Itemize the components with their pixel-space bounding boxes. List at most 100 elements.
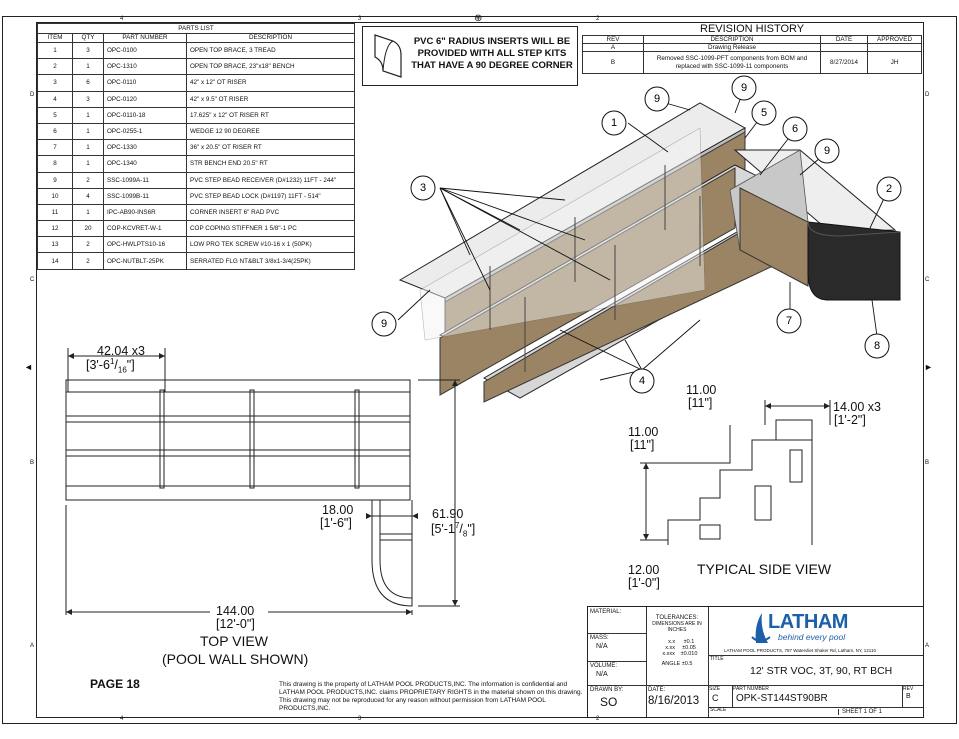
- rev-a-desc: Drawing Release: [643, 43, 821, 52]
- svg-text:8: 8: [874, 340, 880, 352]
- description-cell: WEDGE 12 90 DEGREE: [186, 122, 355, 141]
- sheet-border: [2, 16, 957, 724]
- qty-cell: 20: [72, 220, 104, 238]
- item-cell: 12: [37, 220, 73, 238]
- dim-61-90-frac-num: 7: [454, 521, 460, 530]
- item-cell: 5: [37, 106, 73, 124]
- revision-title: REVISION HISTORY: [700, 23, 805, 35]
- callout-8: 8: [864, 333, 890, 359]
- scale-label: SCALE: [710, 707, 727, 713]
- rev-b: B: [582, 51, 644, 74]
- tolerance-format: x.xx: [665, 645, 676, 651]
- zone-top-4: 4: [120, 16, 124, 22]
- rev-col-approved: APPROVED: [867, 35, 922, 44]
- item-cell: 4: [37, 90, 73, 108]
- note-line-3: THAT HAVE A 90 DEGREE CORNER: [411, 60, 573, 71]
- callout-5: 5: [751, 100, 777, 126]
- size-label: SIZE: [709, 686, 721, 692]
- col-item: ITEM: [37, 33, 73, 43]
- zone-left-d: D: [30, 92, 35, 98]
- date-value: 8/16/2013: [648, 695, 700, 707]
- qty-cell: 1: [72, 203, 104, 222]
- description-cell: COP COPING STIFFNER 1 5/8"-1 PC: [186, 220, 355, 238]
- center-mark-left: ◄: [24, 362, 33, 372]
- dim-42-04-frac-den: 16: [117, 365, 127, 375]
- volume-value: N/A: [596, 671, 608, 678]
- material-label: MATERIAL:: [590, 609, 622, 615]
- part-number-cell: OPC-1310: [103, 58, 187, 76]
- dim-18-00-ft: [1'-6"]: [320, 516, 352, 530]
- parts-list-title: PARTS LIST: [37, 23, 355, 34]
- drawn-label: DRAWN BY:: [590, 687, 624, 693]
- qty-cell: 1: [72, 106, 104, 124]
- description-cell: 42" x 9.5" OT RISER: [186, 90, 355, 108]
- item-cell: 7: [37, 139, 73, 157]
- latham-sail-icon: [751, 613, 771, 643]
- rev-b-desc: Removed SSC-1099-PFT components from BOM…: [643, 51, 821, 74]
- rev-col-rev: REV: [582, 35, 644, 44]
- dim-42-04-ft: [3'-61/16"]: [86, 357, 135, 375]
- svg-text:2: 2: [886, 183, 892, 195]
- part-number-cell: OPC-NUTBLT-25PK: [103, 252, 187, 270]
- description-cell: PVC STEP BEAD LOCK (D#1197) 11FT - 514": [186, 187, 355, 205]
- side-view-title: TYPICAL SIDE VIEW: [697, 561, 832, 577]
- callout-1: 1: [601, 110, 627, 136]
- rev-b-date: 8/27/2014: [820, 51, 868, 74]
- company-tagline: behind every pool: [778, 632, 846, 642]
- zone-top-3: 3: [358, 16, 362, 22]
- dim-18-00: 18.00: [322, 503, 354, 517]
- description-cell: OPEN TOP BRACE, 3 TREAD: [186, 41, 355, 60]
- zone-left-a: A: [30, 643, 35, 649]
- part-number-cell: COP-KCVRET-W-1: [103, 220, 187, 238]
- tolerance-format: x.x: [668, 639, 676, 645]
- zone-bot-3: 3: [358, 716, 362, 722]
- tolerance-row: x.xxx±0.010: [646, 651, 708, 657]
- callout-9d: 9: [371, 311, 397, 337]
- zone-left-c: C: [30, 277, 35, 283]
- drawing-border: [36, 22, 924, 718]
- qty-cell: 1: [72, 155, 104, 173]
- tolerances-sub: DIMENSIONS ARE IN INCHES: [652, 621, 702, 633]
- dim-61-90-frac-den: 8: [462, 529, 468, 539]
- callout-layer: 1 2 3 4 5 6 7 8 9 9 9 9: [371, 75, 902, 394]
- description-cell: OPEN TOP BRACE, 23"x18" BENCH: [186, 58, 355, 76]
- tolerance-row: x.x±0.1: [646, 639, 708, 645]
- rev-b-approved: JH: [867, 51, 922, 74]
- title-block: MATERIAL: MASS: N/A VOLUME: N/A DRAWN BY…: [587, 606, 924, 718]
- zone-right-c: C: [925, 277, 930, 283]
- part-number-cell: OPC-1330: [103, 139, 187, 157]
- part-number-cell: OPC-1340: [103, 155, 187, 173]
- part-number-cell: OPC-HWLPTS10-16: [103, 236, 187, 254]
- dim-61-90-ft: [5'-17/8"]: [431, 521, 476, 539]
- rev-value: B: [906, 693, 911, 700]
- size-value: C: [712, 693, 719, 703]
- description-cell: 42" x 12" OT RISER: [186, 74, 355, 92]
- description-cell: CORNER INSERT 6" RAD PVC: [186, 203, 355, 222]
- callout-9b: 9: [731, 75, 757, 101]
- zone-right-d: D: [925, 92, 930, 98]
- rev-a: A: [582, 43, 644, 52]
- angle-tol: ANGLE ±0.5: [661, 661, 693, 667]
- callout-7: 7: [776, 308, 802, 334]
- dim-144-00: 144.00: [216, 604, 255, 618]
- svg-text:3: 3: [420, 182, 426, 194]
- mass-label: MASS:: [590, 635, 609, 641]
- callout-2: 2: [876, 176, 902, 202]
- qty-cell: 2: [72, 252, 104, 270]
- company-address: LATHAM POOL PRODUCTS, 787 Watervliet Sha…: [724, 648, 876, 653]
- svg-text:1: 1: [611, 117, 617, 129]
- description-cell: 36" x 20.5" OT RISER RT: [186, 139, 355, 157]
- page-label: PAGE 18: [90, 677, 140, 691]
- item-cell: 13: [37, 236, 73, 254]
- tolerance-row: x.xx±0.05: [646, 645, 708, 651]
- part-label: PART NUMBER: [733, 686, 769, 692]
- tolerance-format: x.xxx: [662, 651, 675, 657]
